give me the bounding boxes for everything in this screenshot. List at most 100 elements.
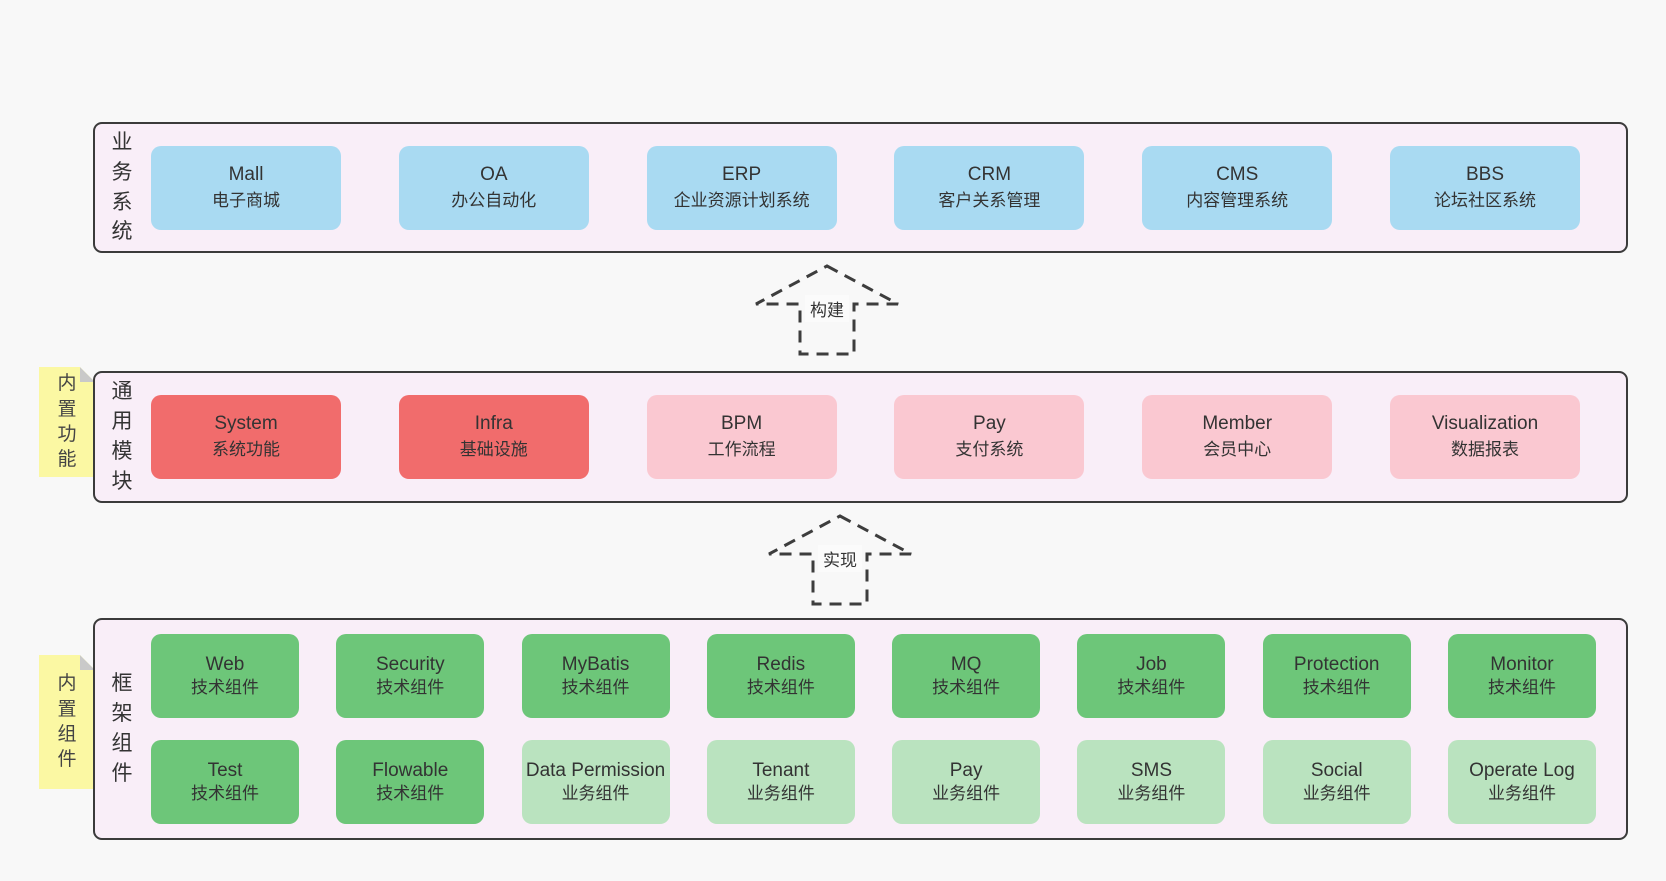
box-erp-zh: 企业资源计划系统 bbox=[673, 190, 810, 210]
band-modules-label: 通用模块 bbox=[95, 377, 149, 496]
box-oa-zh: 办公自动化 bbox=[451, 190, 537, 210]
box-monitor-zh: 技术组件 bbox=[1487, 678, 1556, 698]
arrow-implement: 实现 bbox=[765, 512, 915, 608]
box-pay-module: Pay 支付系统 bbox=[894, 395, 1085, 479]
box-operate-log-en: Operate Log bbox=[1469, 759, 1575, 781]
box-system: System 系统功能 bbox=[151, 395, 341, 479]
box-pay-component-en: Pay bbox=[949, 759, 983, 781]
box-erp-en: ERP bbox=[722, 163, 762, 185]
arrow-build-label: 构建 bbox=[805, 295, 849, 322]
box-redis-zh: 技术组件 bbox=[746, 678, 815, 698]
box-redis-en: Redis bbox=[756, 653, 806, 675]
box-bbs-en: BBS bbox=[1465, 163, 1504, 185]
sticky-note-built-in-functions: 内置功能 bbox=[39, 367, 95, 477]
box-data-permission-en: Data Permission bbox=[525, 759, 666, 781]
box-mq: MQ 技术组件 bbox=[892, 634, 1041, 718]
box-social: Social 业务组件 bbox=[1262, 740, 1411, 824]
box-bbs: BBS 论坛社区系统 bbox=[1389, 145, 1580, 230]
band-business-systems: 业务系统 Mall 电子商城 OA 办公自动化 ERP 企业资源计划系统 CRM… bbox=[93, 122, 1628, 253]
arrow-build: 构建 bbox=[752, 262, 902, 358]
box-member: Member 会员中心 bbox=[1142, 395, 1333, 479]
box-mybatis-en: MyBatis bbox=[561, 653, 630, 675]
box-test-en: Test bbox=[207, 759, 243, 781]
box-social-en: Social bbox=[1310, 759, 1363, 781]
up-arrow-icon bbox=[755, 264, 899, 356]
box-sms-zh: 业务组件 bbox=[1117, 784, 1186, 804]
box-security-en: Security bbox=[375, 653, 445, 675]
box-bpm-zh: 工作流程 bbox=[707, 440, 776, 460]
box-redis: Redis 技术组件 bbox=[706, 634, 855, 718]
box-infra-en: Infra bbox=[474, 413, 513, 435]
box-job: Job 技术组件 bbox=[1077, 634, 1226, 718]
box-pay-component: Pay 业务组件 bbox=[892, 740, 1041, 824]
box-tenant: Tenant 业务组件 bbox=[706, 740, 855, 824]
box-oa: OA 办公自动化 bbox=[398, 145, 589, 230]
band-business-label: 业务系统 bbox=[95, 128, 149, 247]
arrow-implement-label: 实现 bbox=[818, 545, 862, 572]
module-boxes: System 系统功能 Infra 基础设施 BPM 工作流程 Pay 支付系统… bbox=[149, 395, 1626, 479]
box-test: Test 技术组件 bbox=[151, 740, 299, 824]
box-oa-en: OA bbox=[480, 163, 508, 185]
box-bpm-en: BPM bbox=[721, 413, 763, 435]
band-components-label: 框架组件 bbox=[95, 669, 149, 788]
box-crm-en: CRM bbox=[967, 163, 1012, 185]
box-social-zh: 业务组件 bbox=[1302, 784, 1371, 804]
box-mq-zh: 技术组件 bbox=[932, 678, 1001, 698]
sticky-functions-text: 内置功能 bbox=[57, 373, 77, 471]
box-pay-module-en: Pay bbox=[973, 413, 1006, 435]
band-components-label-text: 框架组件 bbox=[111, 672, 133, 785]
component-rows: Web 技术组件 Security 技术组件 MyBatis 技术组件 Redi… bbox=[149, 634, 1626, 824]
up-arrow-icon bbox=[768, 514, 912, 606]
box-protection: Protection 技术组件 bbox=[1262, 634, 1411, 718]
box-visualization-en: Visualization bbox=[1431, 413, 1539, 435]
box-visualization-zh: 数据报表 bbox=[1450, 440, 1519, 460]
box-web-zh: 技术组件 bbox=[191, 678, 259, 698]
sticky-components-text: 内置组件 bbox=[57, 673, 77, 771]
box-security-zh: 技术组件 bbox=[376, 678, 445, 698]
box-protection-zh: 技术组件 bbox=[1302, 678, 1371, 698]
box-sms-en: SMS bbox=[1130, 759, 1172, 781]
box-cms-en: CMS bbox=[1216, 163, 1259, 185]
box-erp: ERP 企业资源计划系统 bbox=[646, 145, 837, 230]
box-bpm: BPM 工作流程 bbox=[646, 395, 837, 479]
sticky-note-built-in-components: 内置组件 bbox=[39, 655, 95, 789]
box-job-zh: 技术组件 bbox=[1117, 678, 1186, 698]
box-mall-en: Mall bbox=[228, 163, 264, 185]
box-mall: Mall 电子商城 bbox=[151, 145, 341, 230]
box-sms: SMS 业务组件 bbox=[1077, 740, 1226, 824]
band-common-modules: 通用模块 System 系统功能 Infra 基础设施 BPM 工作流程 Pay… bbox=[93, 371, 1628, 503]
box-operate-log: Operate Log 业务组件 bbox=[1447, 740, 1596, 824]
box-test-zh: 技术组件 bbox=[191, 784, 259, 804]
box-bbs-zh: 论坛社区系统 bbox=[1433, 190, 1536, 210]
band-business-label-text: 业务系统 bbox=[111, 130, 133, 244]
box-visualization: Visualization 数据报表 bbox=[1389, 395, 1580, 479]
business-boxes: Mall 电子商城 OA 办公自动化 ERP 企业资源计划系统 CRM 客户关系… bbox=[149, 145, 1626, 230]
box-protection-en: Protection bbox=[1293, 653, 1380, 675]
box-system-en: System bbox=[214, 413, 278, 435]
box-cms: CMS 内容管理系统 bbox=[1142, 145, 1333, 230]
box-data-permission-zh: 业务组件 bbox=[561, 784, 630, 804]
box-job-en: Job bbox=[1136, 653, 1167, 675]
box-data-permission: Data Permission 业务组件 bbox=[521, 740, 670, 824]
box-web: Web 技术组件 bbox=[151, 634, 299, 718]
box-mall-zh: 电子商城 bbox=[212, 190, 280, 210]
box-security: Security 技术组件 bbox=[336, 634, 485, 718]
box-infra: Infra 基础设施 bbox=[398, 395, 589, 479]
box-mybatis-zh: 技术组件 bbox=[561, 678, 630, 698]
component-row-2: Test 技术组件 Flowable 技术组件 Data Permission … bbox=[151, 740, 1596, 824]
component-row-1: Web 技术组件 Security 技术组件 MyBatis 技术组件 Redi… bbox=[151, 634, 1596, 718]
box-monitor: Monitor 技术组件 bbox=[1447, 634, 1596, 718]
box-crm: CRM 客户关系管理 bbox=[894, 145, 1085, 230]
box-tenant-en: Tenant bbox=[752, 759, 810, 781]
box-web-en: Web bbox=[205, 653, 245, 675]
box-flowable: Flowable 技术组件 bbox=[336, 740, 485, 824]
box-pay-module-zh: 支付系统 bbox=[955, 440, 1024, 460]
box-flowable-zh: 技术组件 bbox=[376, 784, 445, 804]
box-member-en: Member bbox=[1202, 413, 1273, 435]
box-monitor-en: Monitor bbox=[1490, 653, 1554, 675]
box-mq-en: MQ bbox=[950, 653, 982, 675]
box-crm-zh: 客户关系管理 bbox=[938, 190, 1041, 210]
box-flowable-en: Flowable bbox=[372, 759, 449, 781]
band-framework-components: 框架组件 Web 技术组件 Security 技术组件 MyBatis 技术组件… bbox=[93, 618, 1628, 840]
